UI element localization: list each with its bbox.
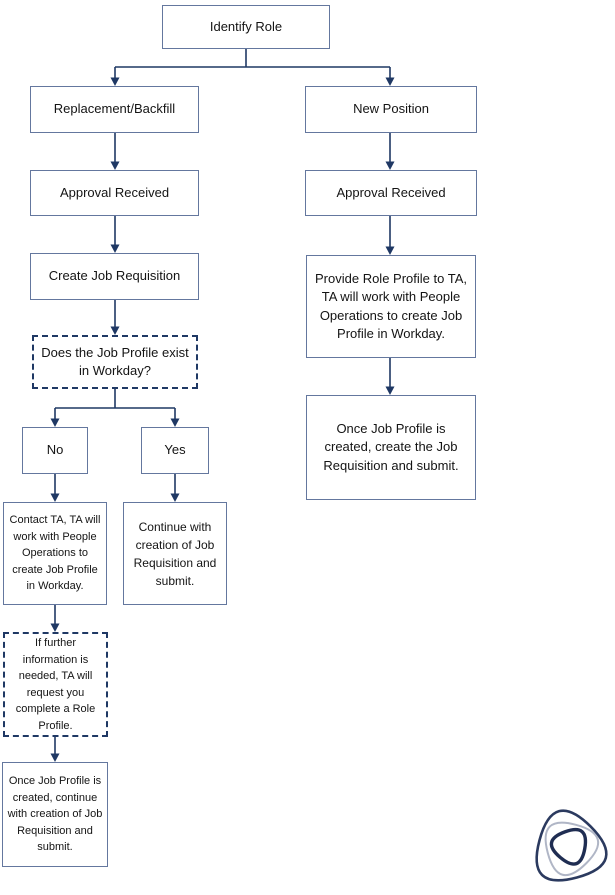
company-logo-icon bbox=[527, 806, 611, 890]
node-yes: Yes bbox=[141, 427, 209, 474]
node-does-job-profile-exist: Does the Job Profile exist in Workday? bbox=[32, 335, 198, 389]
node-once-created-right: Once Job Profile is created, create the … bbox=[306, 395, 476, 500]
node-new-position: New Position bbox=[305, 86, 477, 133]
node-no: No bbox=[22, 427, 88, 474]
node-replacement-backfill: Replacement/Backfill bbox=[30, 86, 199, 133]
node-continue-with-creation: Continue with creation of Job Requisitio… bbox=[123, 502, 227, 605]
node-if-further-information: If further information is needed, TA wil… bbox=[3, 632, 108, 737]
node-approval-received-right: Approval Received bbox=[305, 170, 477, 216]
node-create-job-requisition: Create Job Requisition bbox=[30, 253, 199, 300]
node-contact-ta: Contact TA, TA will work with People Ope… bbox=[3, 502, 107, 605]
node-provide-role-profile: Provide Role Profile to TA, TA will work… bbox=[306, 255, 476, 358]
node-approval-received-left: Approval Received bbox=[30, 170, 199, 216]
node-once-created-left: Once Job Profile is created, continue wi… bbox=[2, 762, 108, 867]
node-identify-role: Identify Role bbox=[162, 5, 330, 49]
